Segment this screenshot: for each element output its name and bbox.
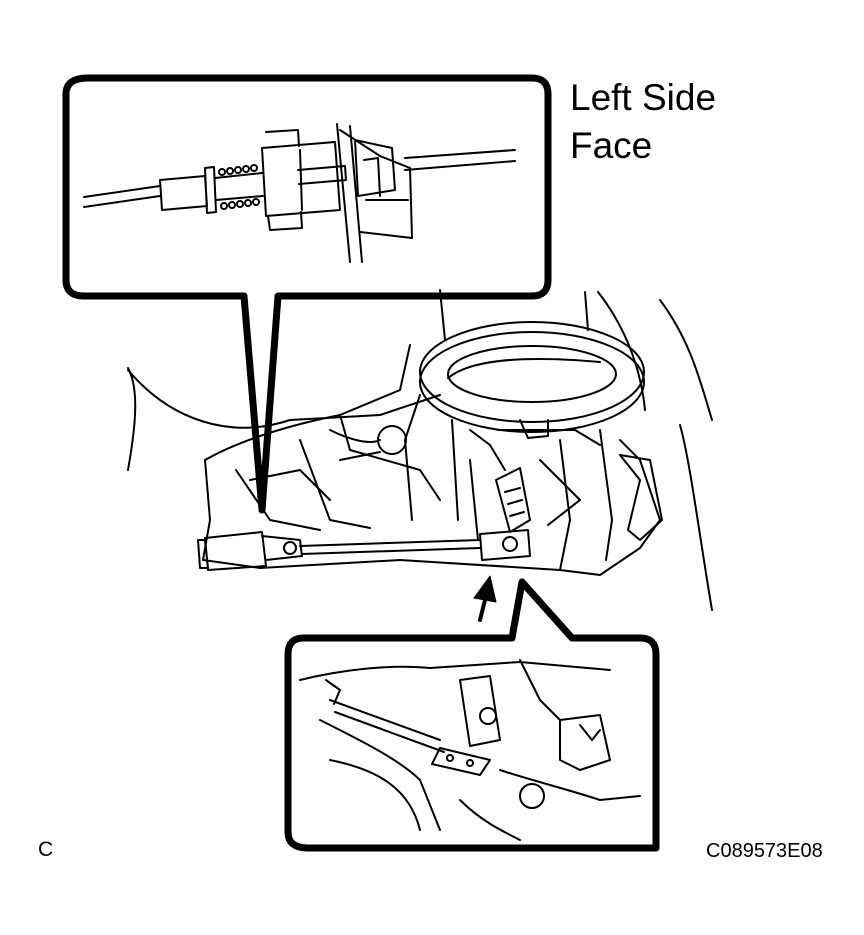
top-connector [261,129,347,231]
bottom-detail-callout [284,578,660,852]
callout-title-line1: Left Side [570,77,717,118]
main-cable [299,539,481,555]
top-bracket [336,123,413,263]
corner-mark: C [38,838,54,861]
arrow-up-icon [473,575,497,622]
top-cable [83,149,516,208]
top-callout-frame [62,74,552,514]
top-cable-sleeve [159,166,217,214]
figure-code: C089573E08 [706,840,823,862]
main-assembly [127,289,713,611]
callout-title-line2: Face [570,125,653,166]
gate-ring [419,331,645,433]
top-detail-callout [62,74,552,514]
bottom-callout-frame [284,578,660,852]
top-spring [214,164,264,210]
